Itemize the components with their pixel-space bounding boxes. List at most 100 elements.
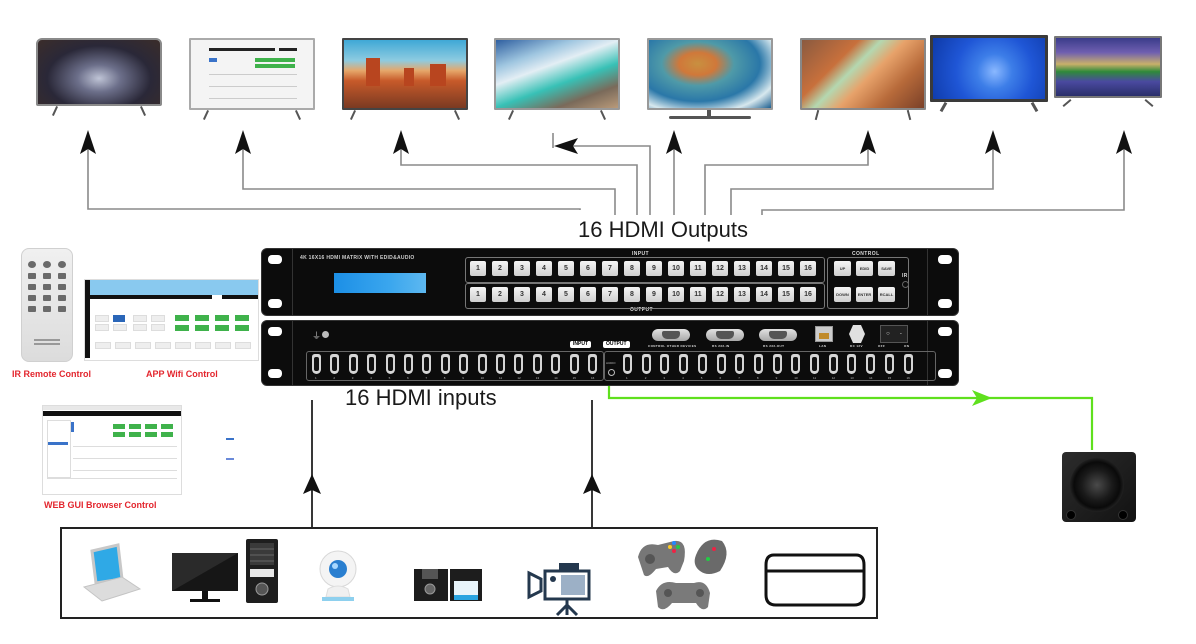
arrowhead-7 [985, 130, 1001, 154]
input-button-4[interactable]: 4 [536, 261, 552, 276]
connector-label: RS 232-OUT [763, 344, 785, 348]
input-port-number: 15 [572, 376, 576, 380]
power-switch[interactable]: ○- [880, 325, 908, 343]
hdmi-input-port-16[interactable] [588, 354, 597, 374]
decorative-dash [226, 438, 234, 440]
ground-icon: ⏚ [312, 331, 322, 341]
hdmi-input-port-13[interactable] [532, 354, 542, 374]
model-name: 4K 16X16 HDMI MATRIX WITH EDID&AUDIO [300, 255, 415, 261]
output-line-8 [761, 140, 1125, 215]
input-button-15[interactable]: 15 [778, 261, 794, 276]
input-button-11[interactable]: 11 [690, 261, 706, 276]
input-button-14[interactable]: 14 [756, 261, 772, 276]
edid-button[interactable]: EDID [856, 261, 873, 276]
input-button-6[interactable]: 6 [580, 261, 596, 276]
output-button-7[interactable]: 7 [602, 287, 618, 302]
input-button-8[interactable]: 8 [624, 261, 640, 276]
input-button-5[interactable]: 5 [558, 261, 574, 276]
matrix-front-panel: 4K 16X16 HDMI MATRIX WITH EDID&AUDIO INP… [261, 248, 959, 316]
output-button-11[interactable]: 11 [690, 287, 706, 302]
rs232-out-port[interactable] [759, 329, 797, 341]
output-button-2[interactable]: 2 [492, 287, 508, 302]
hdmi-input-port-6[interactable] [404, 354, 413, 374]
hdmi-input-port-8[interactable] [440, 354, 450, 374]
output-button-4[interactable]: 4 [536, 287, 552, 302]
hdmi-output-port-9[interactable] [772, 354, 782, 374]
tv-leg [814, 109, 820, 121]
enter-button[interactable]: ENTER [856, 287, 873, 302]
save-button[interactable]: SAVE [878, 261, 895, 276]
hdmi-output-port-1[interactable] [623, 354, 632, 374]
hdmi-output-port-7[interactable] [735, 354, 745, 374]
control-other-devices-port[interactable] [652, 329, 690, 341]
hdmi-output-port-10[interactable] [791, 354, 801, 374]
hdmi-output-port-3[interactable] [660, 354, 670, 374]
hdmi-input-port-9[interactable] [459, 354, 469, 374]
input-button-10[interactable]: 10 [668, 261, 684, 276]
hdmi-input-port-4[interactable] [367, 354, 377, 374]
hdmi-input-port-15[interactable] [569, 354, 579, 374]
tv-leg [1062, 99, 1072, 107]
input-port-number: 1 [315, 376, 317, 380]
output-button-16[interactable]: 16 [800, 287, 816, 302]
hdmi-input-port-10[interactable] [477, 354, 487, 374]
output-port-number: 10 [794, 376, 798, 380]
output-button-10[interactable]: 10 [668, 287, 684, 302]
input-button-12[interactable]: 12 [712, 261, 728, 276]
hdmi-output-port-8[interactable] [753, 354, 763, 374]
output-button-5[interactable]: 5 [558, 287, 574, 302]
hdmi-output-port-15[interactable] [884, 354, 894, 374]
hdmi-input-port-7[interactable] [422, 354, 432, 374]
output-button-14[interactable]: 14 [756, 287, 772, 302]
lan-port[interactable] [815, 326, 833, 342]
output-button-3[interactable]: 3 [514, 287, 530, 302]
hdmi-input-port-11[interactable] [496, 354, 505, 374]
hdmi-output-port-13[interactable] [847, 354, 857, 374]
output-button-1[interactable]: 1 [470, 287, 486, 302]
input-button-2[interactable]: 2 [492, 261, 508, 276]
down-button[interactable]: DOWN [834, 287, 851, 302]
arrowhead-2 [235, 130, 251, 154]
hdmi-output-port-2[interactable] [641, 354, 651, 374]
input-button-9[interactable]: 9 [646, 261, 662, 276]
output-button-9[interactable]: 9 [646, 287, 662, 302]
display-8 [1054, 36, 1162, 107]
input-arrowhead-left [303, 474, 321, 494]
hdmi-output-port-4[interactable] [679, 354, 689, 374]
game-controllers-icon [638, 539, 727, 610]
output-button-6[interactable]: 6 [580, 287, 596, 302]
hdmi-output-port-14[interactable] [866, 354, 876, 374]
output-button-13[interactable]: 13 [734, 287, 750, 302]
dc-12v-port[interactable] [849, 325, 865, 343]
hdmi-output-port-12[interactable] [828, 354, 838, 374]
audio-jack[interactable] [608, 369, 615, 376]
hdmi-input-port-3[interactable] [348, 354, 358, 374]
input-button-1[interactable]: 1 [470, 261, 486, 276]
rs232-in-port[interactable] [706, 329, 744, 341]
display-1 [36, 38, 162, 116]
recall-button[interactable]: RCALL [878, 287, 895, 302]
hdmi-output-port-6[interactable] [716, 354, 726, 374]
output-button-8[interactable]: 8 [624, 287, 640, 302]
input-button-16[interactable]: 16 [800, 261, 816, 276]
hdmi-output-port-5[interactable] [697, 354, 707, 374]
media-box-icon [764, 553, 866, 607]
hdmi-output-port-11[interactable] [810, 354, 819, 374]
hdmi-input-port-14[interactable] [551, 354, 561, 374]
output-button-12[interactable]: 12 [712, 287, 728, 302]
tv-leg [453, 110, 461, 120]
output-port-number: 4 [682, 376, 684, 380]
input-button-7[interactable]: 7 [602, 261, 618, 276]
hdmi-input-port-2[interactable] [330, 354, 340, 374]
input-button-3[interactable]: 3 [514, 261, 530, 276]
output-port-number: 7 [738, 376, 740, 380]
decorative-dash [226, 458, 234, 460]
hdmi-input-port-5[interactable] [385, 354, 395, 374]
up-button[interactable]: UP [834, 261, 851, 276]
output-button-15[interactable]: 15 [778, 287, 794, 302]
hdmi-input-port-1[interactable] [312, 354, 321, 374]
connector-label: CONTROL OTHER DEVICES [648, 344, 697, 348]
hdmi-input-port-12[interactable] [514, 354, 524, 374]
input-button-13[interactable]: 13 [734, 261, 750, 276]
hdmi-output-port-16[interactable] [903, 354, 913, 374]
